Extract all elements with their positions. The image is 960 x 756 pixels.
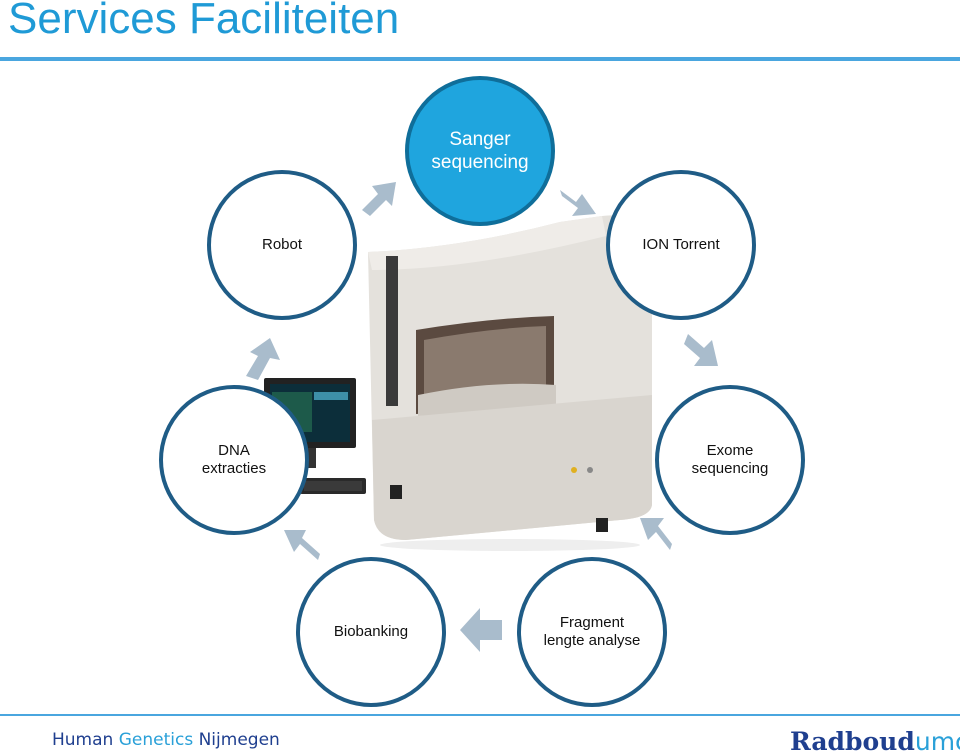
- node-sanger-sequencing: Sanger sequencing: [405, 76, 555, 226]
- logo-text-radboud: Radboud: [790, 727, 915, 756]
- node-dna-extracties: DNA extracties: [159, 385, 309, 535]
- arrow-icon: [362, 182, 396, 216]
- arrow-icon: [284, 530, 320, 560]
- page-title: Services Faciliteiten: [8, 0, 400, 43]
- arrow-icon: [246, 338, 280, 380]
- logo-text-umc: umc: [914, 727, 960, 756]
- node-exome-sequencing: Exome sequencing: [655, 385, 805, 535]
- footer-department: Human Genetics Nijmegen: [52, 730, 280, 750]
- instrument-image: [368, 215, 652, 551]
- title-divider: [0, 57, 960, 61]
- footer-text-nijmegen: Nijmegen: [193, 730, 280, 750]
- arrow-icon: [460, 608, 502, 652]
- node-label: ION Torrent: [642, 236, 720, 253]
- node-label: DNA extracties: [201, 442, 267, 477]
- node-label: Robot: [261, 236, 303, 253]
- node-label: Sanger sequencing: [431, 129, 529, 173]
- footer-text-human: Human: [52, 730, 119, 750]
- arrow-icon: [640, 518, 672, 550]
- node-ion-torrent: ION Torrent: [606, 170, 756, 320]
- radboudumc-logo: Radboudumc: [790, 727, 960, 756]
- node-fragment-lengte-analyse: Fragment lengte analyse: [517, 557, 667, 707]
- cycle-arrows: [246, 182, 718, 652]
- arrow-icon: [560, 190, 596, 216]
- node-label: Fragment lengte analyse: [543, 614, 641, 649]
- node-label: Exome sequencing: [691, 442, 769, 477]
- node-robot: Robot: [207, 170, 357, 320]
- node-label: Biobanking: [333, 623, 409, 640]
- node-biobanking: Biobanking: [296, 557, 446, 707]
- arrow-icon: [684, 334, 718, 366]
- footer-divider: [0, 714, 960, 716]
- footer-text-genetics: Genetics: [118, 730, 194, 750]
